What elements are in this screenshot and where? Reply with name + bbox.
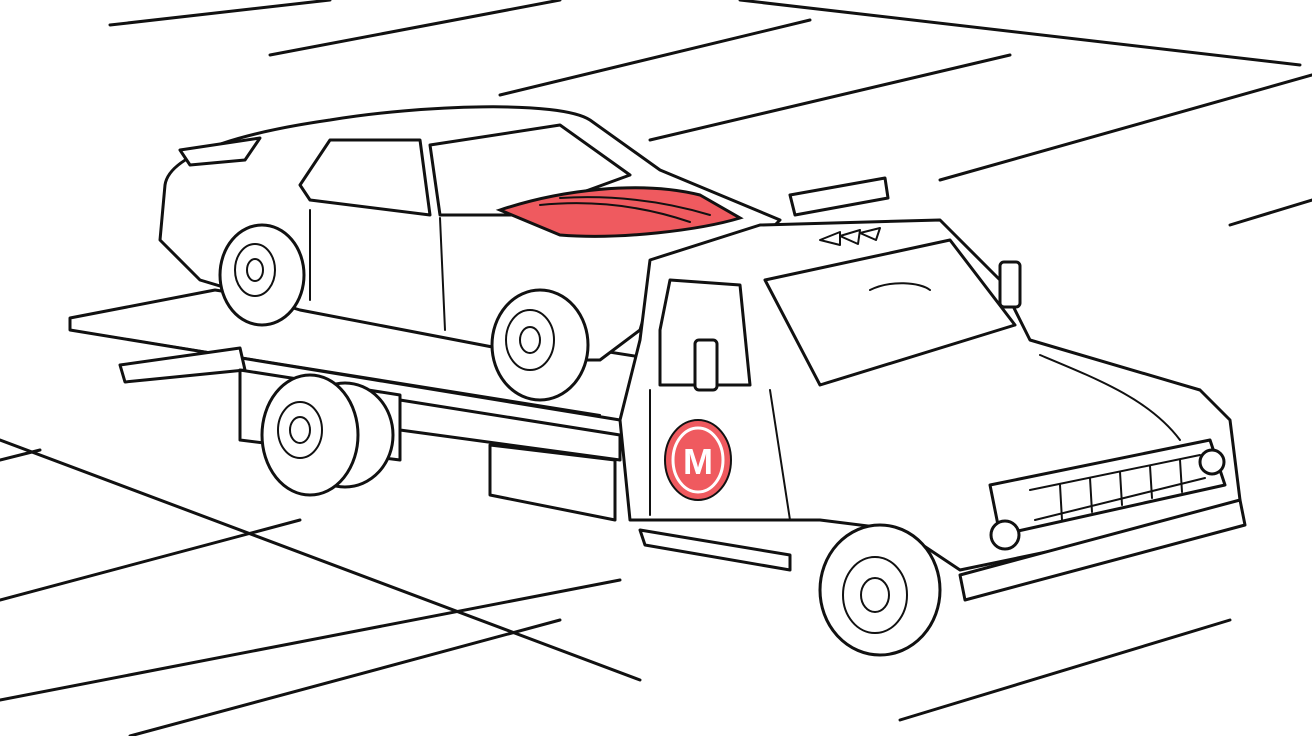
emblem-letter: M <box>683 441 713 482</box>
truck-rear-wheel <box>260 373 395 497</box>
truck-cab: M <box>618 176 1247 602</box>
car-hood-red <box>495 186 744 238</box>
car <box>158 105 782 402</box>
truck-front-wheel <box>818 523 942 657</box>
door-emblem <box>664 419 732 501</box>
